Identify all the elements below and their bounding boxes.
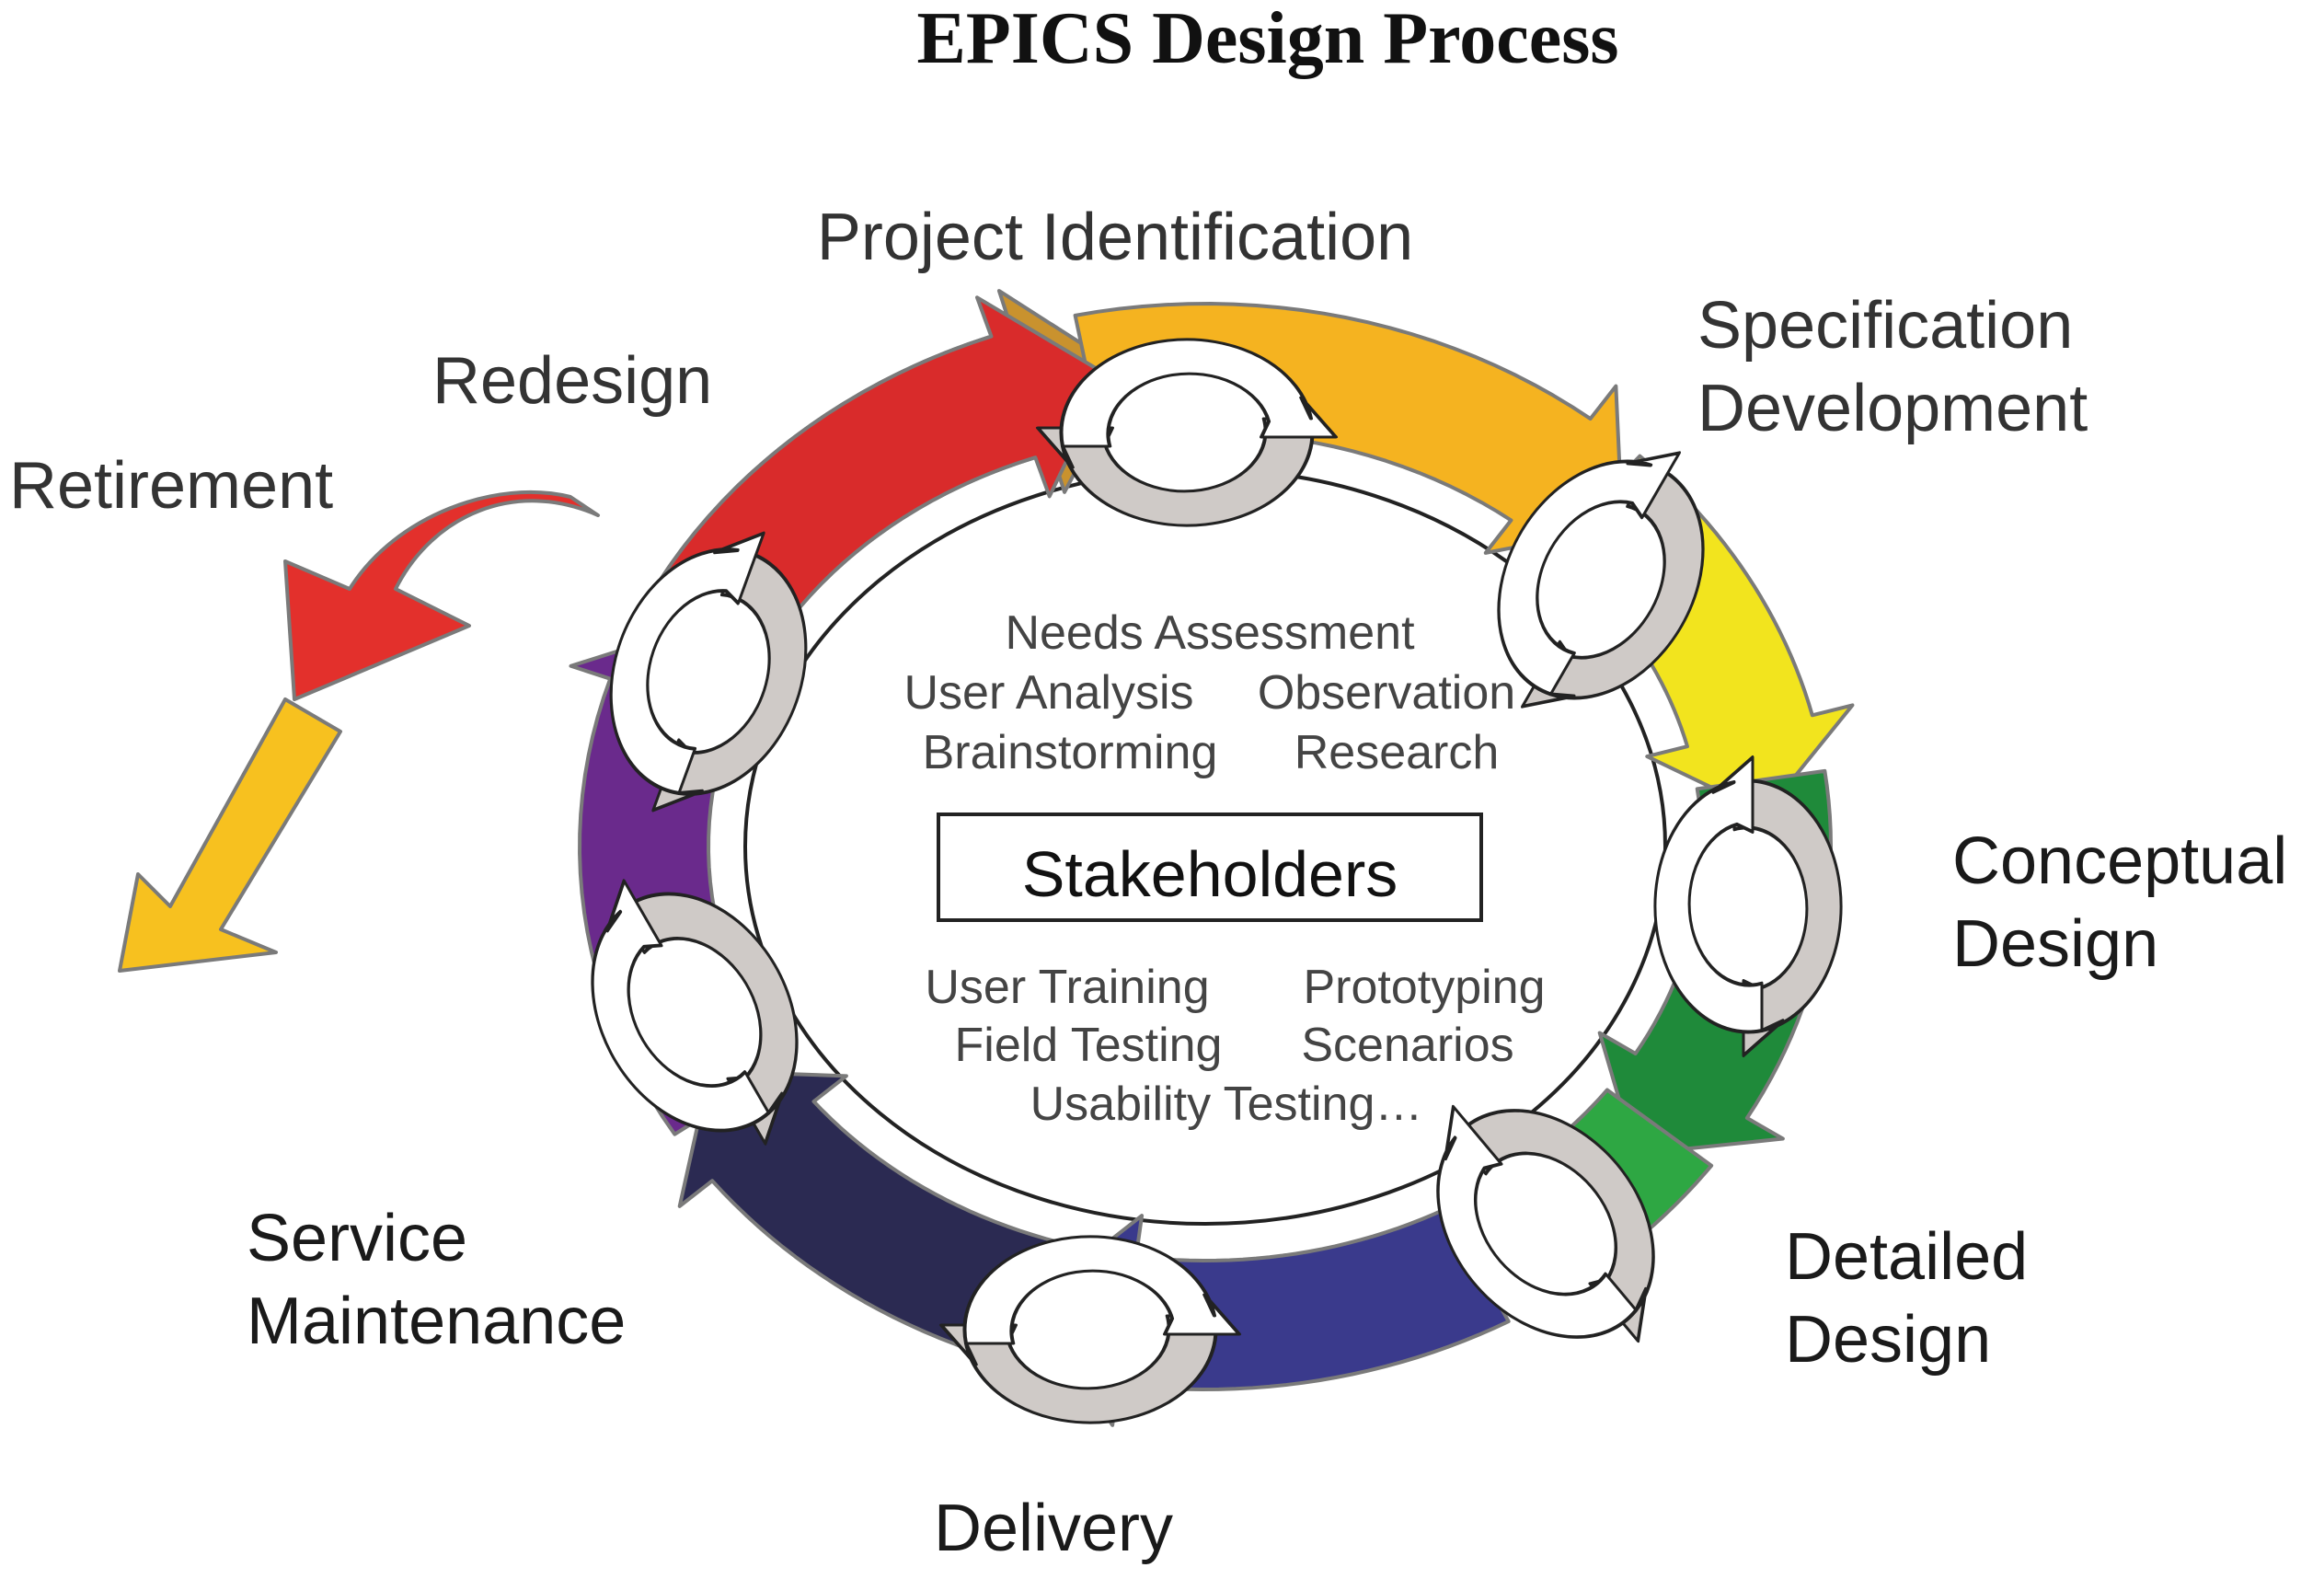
cycle-icon-service [591, 879, 799, 1146]
cycle-icon-delivery [938, 1235, 1242, 1424]
cycle-icon-redesign [609, 531, 808, 813]
activity-scenarios: Scenarios [1301, 1019, 1513, 1072]
activity-observation: Observation [1258, 666, 1515, 720]
diagram-title: EPICS Design Process [917, 0, 1619, 79]
cycle-icon-detailed [1436, 1104, 1655, 1343]
activity-research: Research [1294, 726, 1500, 779]
stage-conceptual-line1: Conceptual [1952, 824, 2287, 898]
activity-field-testing: Field Testing [955, 1019, 1223, 1072]
stage-detailed-line1: Detailed [1785, 1220, 2028, 1294]
cycle-icon-project-identification [1035, 338, 1339, 527]
exit-arrow [118, 697, 342, 973]
retirement-arrow [283, 490, 600, 701]
cycle-icon-specification [1497, 451, 1705, 709]
stakeholders-label: Stakeholders [1022, 838, 1398, 910]
cycle-icon-conceptual [1653, 755, 1843, 1058]
stage-retirement: Retirement [9, 449, 333, 523]
activity-user-analysis: User Analysis [904, 666, 1194, 720]
cycle-icons [591, 338, 1843, 1424]
activity-needs-assessment: Needs Assessment [1005, 606, 1415, 660]
stage-project-identification: Project Identification [817, 201, 1413, 274]
stage-redesign: Redesign [432, 344, 712, 418]
stage-service-line2: Maintenance [247, 1285, 626, 1358]
stage-conceptual-line2: Design [1952, 907, 2158, 981]
stage-specification-line2: Development [1697, 372, 2088, 445]
stage-specification-line1: Specification [1697, 289, 2073, 363]
stakeholders-box [937, 813, 1483, 922]
activity-user-training: User Training [925, 961, 1209, 1014]
activity-usability-testing: Usability Testing… [1030, 1078, 1423, 1131]
stage-detailed-line2: Design [1785, 1303, 1991, 1377]
stage-service-line1: Service [247, 1202, 467, 1275]
activity-prototyping: Prototyping [1303, 961, 1545, 1014]
activity-brainstorming: Brainstorming [923, 726, 1218, 779]
stage-delivery: Delivery [934, 1492, 1173, 1565]
